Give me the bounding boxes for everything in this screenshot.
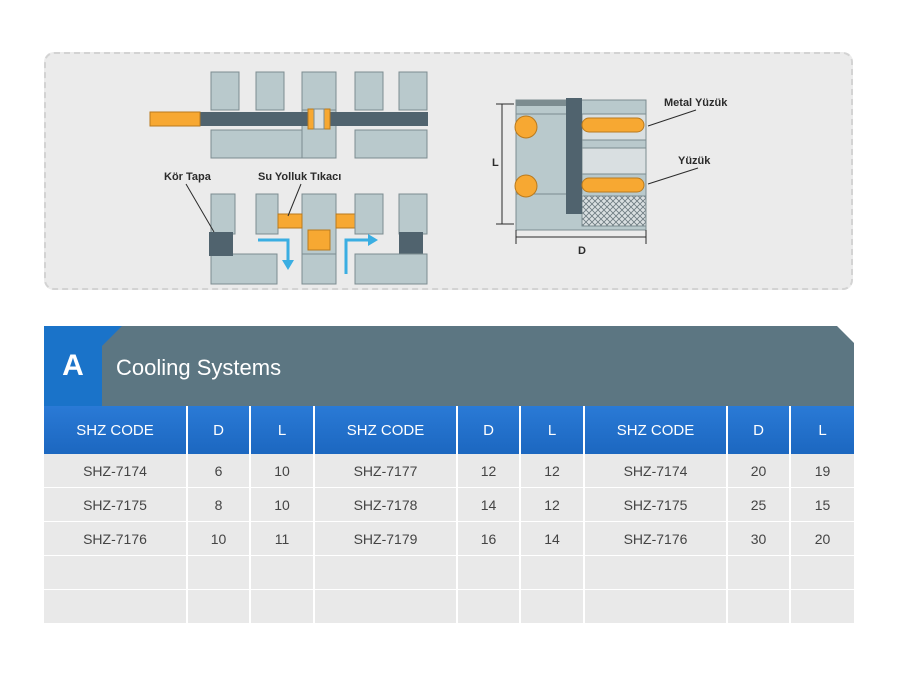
d-cell bbox=[187, 555, 251, 590]
d-cell bbox=[727, 589, 791, 624]
l-header: L bbox=[790, 406, 854, 454]
l-cell bbox=[250, 589, 315, 624]
section-letter-box bbox=[44, 326, 102, 406]
section-letter: A bbox=[62, 349, 84, 382]
section-title: Cooling Systems bbox=[116, 355, 282, 380]
shz-code-cell bbox=[314, 555, 458, 590]
d-header: D bbox=[457, 406, 521, 454]
shz-code-cell: SHZ-7177 bbox=[314, 454, 458, 488]
l-cell: 14 bbox=[520, 521, 585, 556]
l-cell: 12 bbox=[520, 454, 585, 488]
cooling-diagram: Kör Tapa Su Yolluk Tıkacı L bbox=[149, 71, 728, 285]
shz-code-cell bbox=[584, 589, 728, 624]
shz-code-cell: SHZ-7179 bbox=[314, 521, 458, 556]
dimension-d-label: D bbox=[578, 245, 586, 257]
d-cell: 8 bbox=[187, 487, 251, 522]
d-cell: 25 bbox=[727, 487, 791, 522]
l-cell: 15 bbox=[790, 487, 854, 522]
l-cell bbox=[790, 589, 854, 624]
dimension-l-label: L bbox=[492, 157, 499, 169]
d-cell: 6 bbox=[187, 454, 251, 488]
l-header: L bbox=[250, 406, 315, 454]
d-cell: 20 bbox=[727, 454, 791, 488]
shz-code-cell bbox=[314, 589, 458, 624]
shz-code-cell: SHZ-7174 bbox=[44, 454, 188, 488]
l-cell bbox=[250, 555, 315, 590]
shz-code-cell: SHZ-7176 bbox=[584, 521, 728, 556]
d-cell: 14 bbox=[457, 487, 521, 522]
shz-code-cell: SHZ-7178 bbox=[314, 487, 458, 522]
diagram-panel: Kör Tapa Su Yolluk Tıkacı L bbox=[44, 52, 853, 290]
l-cell bbox=[520, 589, 585, 624]
l-cell bbox=[790, 555, 854, 590]
shz-code-cell: SHZ-7174 bbox=[584, 454, 728, 488]
shz-code-cell: SHZ-7175 bbox=[44, 487, 188, 522]
l-cell: 19 bbox=[790, 454, 854, 488]
l-cell: 10 bbox=[250, 454, 315, 488]
shz-code-header: SHZ CODE bbox=[314, 406, 458, 454]
l-header: L bbox=[520, 406, 585, 454]
metal-yuzuk-label: Metal Yüzük bbox=[664, 97, 728, 109]
su-yolluk-tikaci-label: Su Yolluk Tıkacı bbox=[258, 171, 341, 183]
d-cell: 12 bbox=[457, 454, 521, 488]
seal-cross-section bbox=[496, 98, 647, 244]
d-header: D bbox=[727, 406, 791, 454]
l-cell: 11 bbox=[250, 521, 315, 556]
d-cell: 10 bbox=[187, 521, 251, 556]
d-cell: 16 bbox=[457, 521, 521, 556]
shz-code-cell: SHZ-7176 bbox=[44, 521, 188, 556]
mold-upper-illustration bbox=[149, 71, 428, 159]
shz-code-cell bbox=[584, 555, 728, 590]
shz-code-cell bbox=[44, 589, 188, 624]
shz-code-cell bbox=[44, 555, 188, 590]
mold-lower-illustration bbox=[209, 193, 428, 285]
shz-code-header: SHZ CODE bbox=[584, 406, 728, 454]
shz-code-cell: SHZ-7175 bbox=[584, 487, 728, 522]
l-cell: 20 bbox=[790, 521, 854, 556]
l-cell bbox=[520, 555, 585, 590]
l-cell: 12 bbox=[520, 487, 585, 522]
table-row bbox=[44, 555, 854, 590]
d-cell bbox=[457, 589, 521, 624]
d-cell: 30 bbox=[727, 521, 791, 556]
shz-code-header: SHZ CODE bbox=[44, 406, 188, 454]
d-header: D bbox=[187, 406, 251, 454]
d-cell bbox=[457, 555, 521, 590]
yuzuk-label: Yüzük bbox=[678, 155, 711, 167]
l-cell: 10 bbox=[250, 487, 315, 522]
d-cell bbox=[187, 589, 251, 624]
table-row bbox=[44, 589, 854, 624]
d-cell bbox=[727, 555, 791, 590]
kor-tapa-label: Kör Tapa bbox=[164, 171, 212, 183]
section-header: A Cooling Systems bbox=[44, 326, 854, 406]
